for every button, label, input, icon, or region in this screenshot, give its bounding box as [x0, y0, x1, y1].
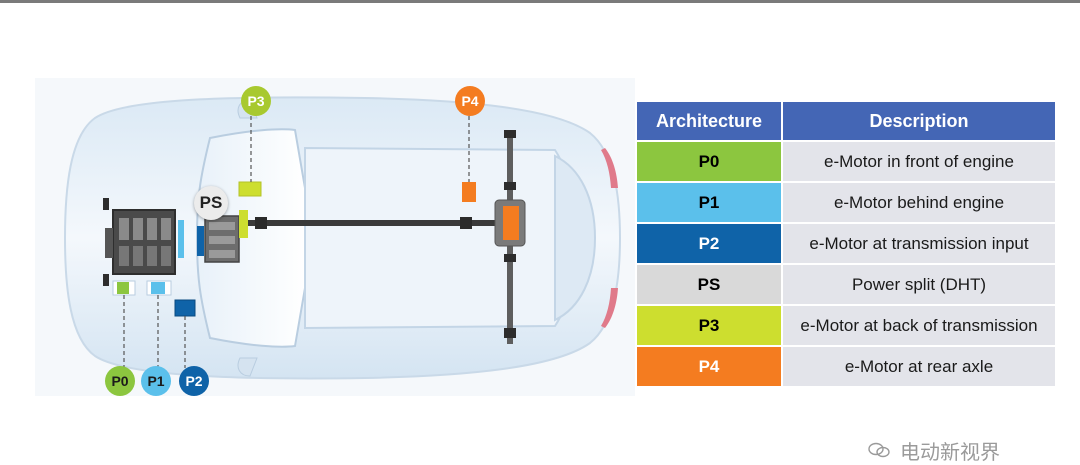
p3-marker: P3 — [241, 86, 271, 116]
arch-description: Power split (DHT) — [783, 265, 1055, 306]
header-architecture: Architecture — [637, 102, 783, 142]
watermark: 电动新视界 — [868, 438, 1000, 464]
arch-code: P4 — [637, 347, 783, 388]
p1-marker: P1 — [141, 366, 171, 396]
table-row: P3 e-Motor at back of transmission — [637, 306, 1055, 347]
table-row: P4 e-Motor at rear axle — [637, 347, 1055, 388]
wechat-icon — [868, 442, 890, 458]
watermark-text: 电动新视界 — [900, 441, 1000, 464]
engine-block — [105, 209, 176, 275]
arch-description: e-Motor behind engine — [783, 183, 1055, 224]
table-row: P2 e-Motor at transmission input — [637, 224, 1055, 265]
p2-marker: P2 — [179, 366, 209, 396]
arch-code: PS — [637, 265, 783, 306]
arch-code: P1 — [637, 183, 783, 224]
arch-description: e-Motor in front of engine — [783, 142, 1055, 183]
table-row: P0 e-Motor in front of engine — [637, 142, 1055, 183]
header-description: Description — [783, 102, 1055, 142]
arch-code: P0 — [637, 142, 783, 183]
arch-description: e-Motor at rear axle — [783, 347, 1055, 388]
p4-marker: P4 — [455, 86, 485, 116]
transmission — [204, 215, 240, 263]
arch-description: e-Motor at back of transmission — [783, 306, 1055, 347]
table-row: P1 e-Motor behind engine — [637, 183, 1055, 224]
arch-code: P2 — [637, 224, 783, 265]
top-border — [0, 0, 1080, 3]
architecture-table: Architecture Description P0 e-Motor in f… — [637, 102, 1055, 388]
table-row: PS Power split (DHT) — [637, 265, 1055, 306]
arch-description: e-Motor at transmission input — [783, 224, 1055, 265]
table-header-row: Architecture Description — [637, 102, 1055, 142]
arch-code: P3 — [637, 306, 783, 347]
p0-marker: P0 — [105, 366, 135, 396]
ps-marker: PS — [194, 186, 228, 220]
hybrid-architecture-diagram: P3 P4 PS P0 P1 P2 — [35, 78, 635, 396]
car-topview-illustration — [35, 78, 635, 396]
